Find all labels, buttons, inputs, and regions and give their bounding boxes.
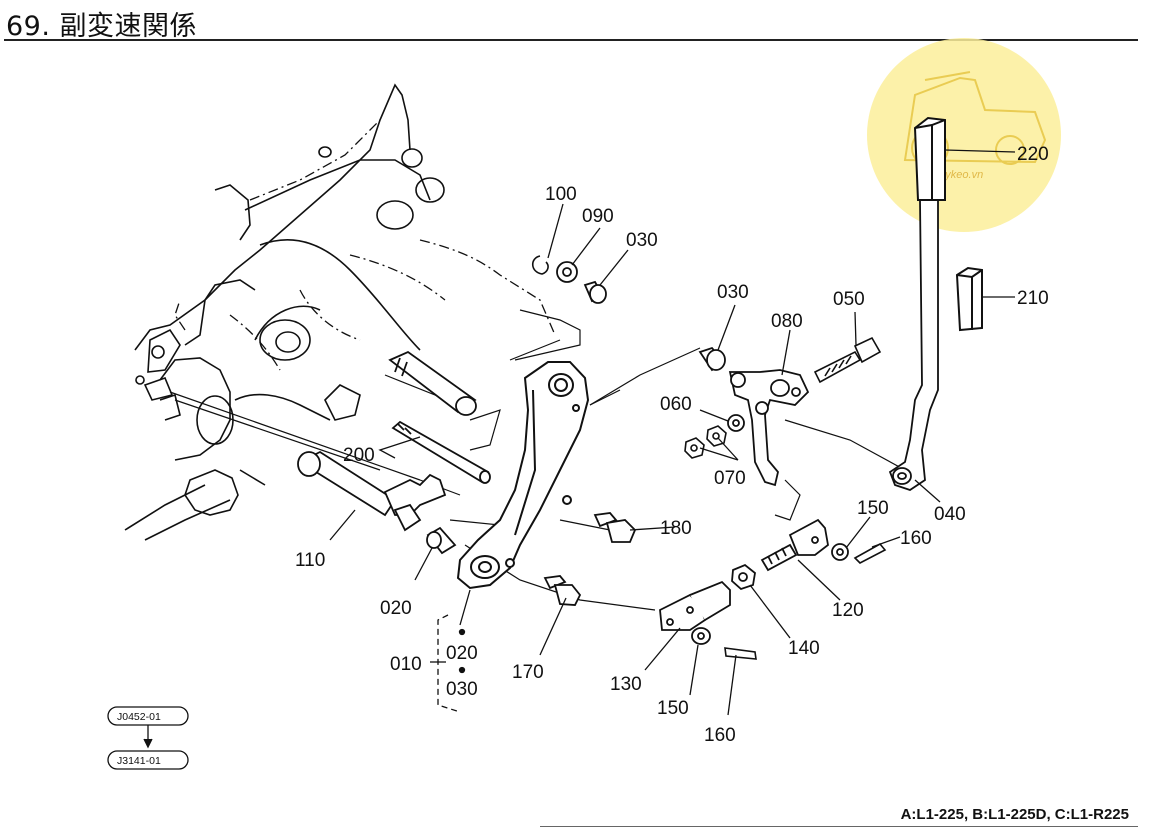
- page-title: 69. 副変速関係: [6, 11, 198, 42]
- part-180-bolt: [593, 512, 637, 543]
- part-110-shaft: [297, 450, 447, 532]
- part-060-washer: [727, 414, 745, 432]
- part-070-nuts: [684, 425, 727, 459]
- label-070: 070: [714, 468, 746, 489]
- part-150-washer-right: [831, 543, 849, 561]
- label-020-sub: 020: [446, 643, 478, 664]
- shift-lever-plate: [456, 361, 590, 590]
- part-140-nut: [731, 563, 756, 591]
- ref-label-2: J3141-01: [117, 755, 161, 767]
- label-090: 090: [582, 206, 614, 227]
- part-100-circlip: [531, 255, 549, 275]
- model-applicability-note: A:L1-225, B:L1-225D, C:L1-R225: [900, 806, 1129, 823]
- label-160-right: 160: [900, 528, 932, 549]
- label-200: 200: [343, 445, 375, 466]
- part-040-shift-rod: [888, 199, 939, 491]
- label-040: 040: [934, 504, 966, 525]
- label-030-right: 030: [717, 282, 749, 303]
- part-150-washer-bottom: [691, 627, 711, 645]
- part-090-washer: [556, 261, 578, 283]
- part-170-bolt: [543, 575, 582, 606]
- label-150-bottom: 150: [657, 698, 689, 719]
- watermark-logo: maykeo.vn: [867, 38, 1061, 232]
- transmission-housing: [124, 83, 445, 541]
- label-020-top: 020: [380, 598, 412, 619]
- label-110: 110: [295, 550, 325, 571]
- part-160-pin-bottom: [724, 647, 757, 660]
- reference-arrow: [107, 706, 189, 770]
- label-060: 060: [660, 394, 692, 415]
- part-stud: [388, 350, 477, 416]
- label-170: 170: [512, 662, 544, 683]
- part-210-grip: [955, 266, 983, 332]
- label-030-sub: 030: [446, 679, 478, 700]
- part-200-rod: [391, 420, 491, 484]
- part-020-collar: [426, 526, 457, 555]
- part-050-bolt: [813, 336, 882, 384]
- part-labels: 100 090 030 030 080 050 060 070 220 210 …: [295, 144, 1049, 746]
- label-100: 100: [545, 184, 577, 205]
- part-080-lever-arm: [728, 369, 810, 487]
- part-220-knob: [913, 116, 946, 201]
- reference-labels: J0452-01 J3141-01: [117, 711, 161, 767]
- assembly-bracket: [430, 614, 466, 713]
- label-210: 210: [1017, 288, 1049, 309]
- label-160-bottom: 160: [704, 725, 736, 746]
- label-080: 080: [771, 311, 803, 332]
- label-130: 130: [610, 674, 642, 695]
- part-030-bushing-top: [583, 280, 607, 304]
- label-150-right: 150: [857, 498, 889, 519]
- label-140: 140: [788, 638, 820, 659]
- part-130-clevis: [659, 580, 731, 631]
- footer-rule: [540, 826, 1138, 827]
- label-180: 180: [660, 518, 692, 539]
- part-030-bushing-right: [698, 346, 726, 372]
- part-120-clevis: [760, 518, 829, 572]
- label-030-top: 030: [626, 230, 658, 251]
- title-underline: [4, 39, 1138, 41]
- label-120: 120: [832, 600, 864, 621]
- leader-lines: [329, 149, 1016, 716]
- label-220: 220: [1017, 144, 1049, 165]
- ref-label-1: J0452-01: [117, 711, 161, 723]
- part-160-pin-right: [853, 542, 887, 564]
- label-050: 050: [833, 289, 865, 310]
- label-010: 010: [390, 654, 422, 675]
